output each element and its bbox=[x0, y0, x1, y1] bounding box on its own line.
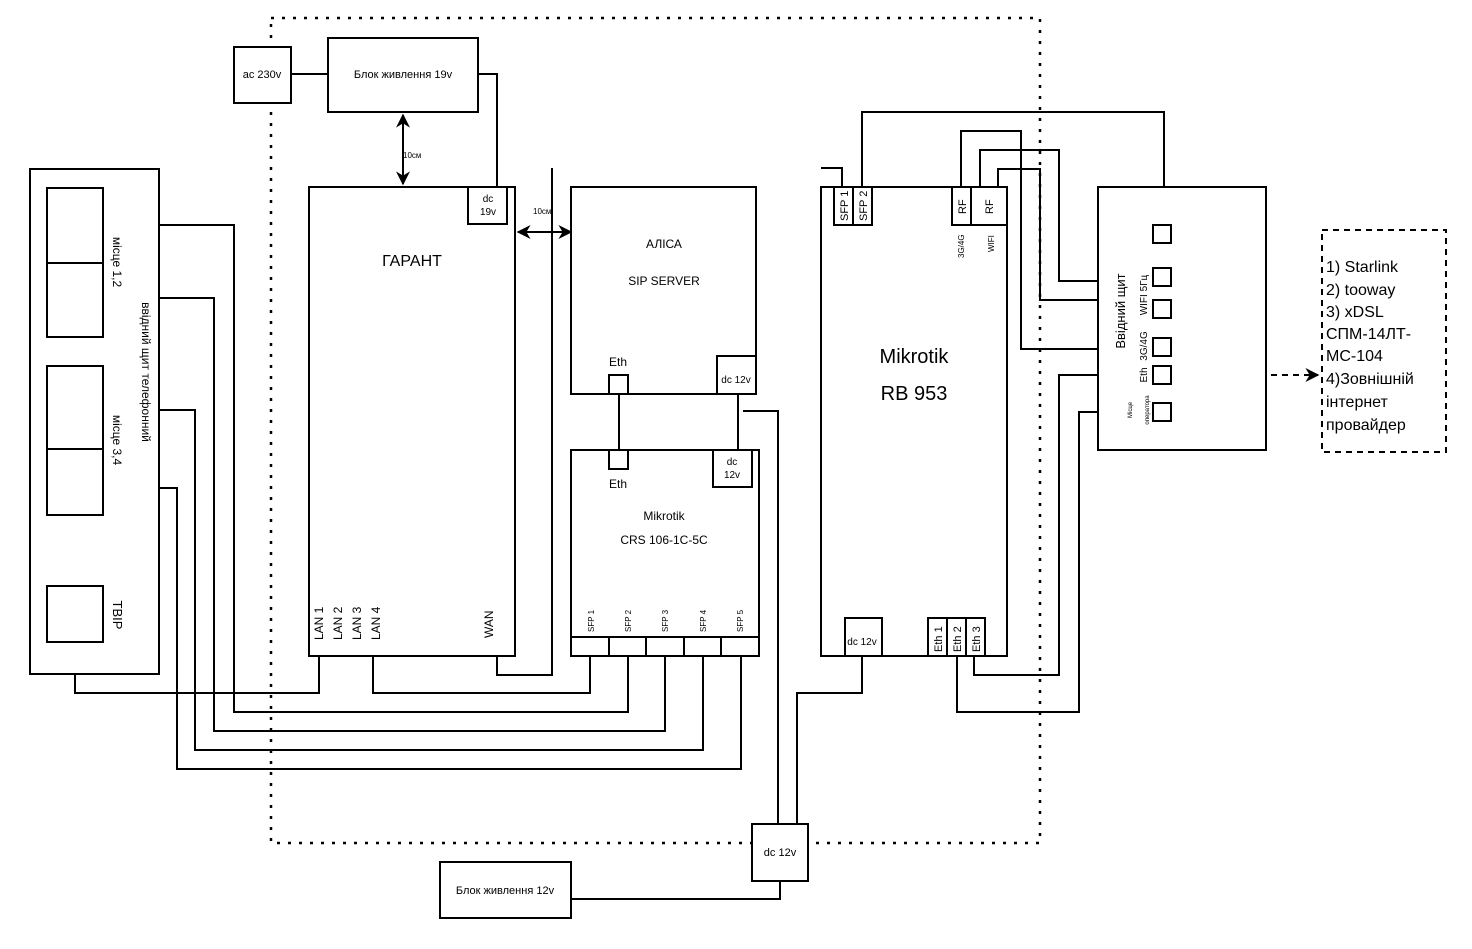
provider-line-2: 2) tooway bbox=[1326, 282, 1395, 299]
rb953-eth3-port[interactable] bbox=[965, 617, 986, 657]
garant-lan3: LAN 3 bbox=[350, 606, 364, 640]
crs-model: CRS 106-1C-5C bbox=[620, 533, 708, 547]
crs-sfp3-label: SFP 3 bbox=[661, 609, 670, 632]
garant-lan2: LAN 2 bbox=[331, 606, 345, 640]
sip-server-title: АЛІСА bbox=[646, 237, 682, 251]
dc12-hub-box[interactable]: dc 12v bbox=[751, 823, 809, 882]
rb953-sfp2-label: SFP 2 bbox=[858, 191, 870, 221]
rb953-rf1-label: RF bbox=[957, 199, 969, 214]
garant-title: ГАРАНТ bbox=[382, 253, 442, 270]
garant-device[interactable]: ГАРАНТ dc 19v LAN 1 LAN 2 LAN 3 LAN 4 WA… bbox=[308, 186, 516, 657]
crs-sfp4-port[interactable] bbox=[683, 636, 722, 657]
entry-panel[interactable]: Ввідний щит WIFI 5Гц 3G/4G Eth Місце опе… bbox=[1097, 186, 1267, 451]
provider-line-1: 1) Starlink bbox=[1326, 259, 1399, 276]
rb953-eth1-label: Eth 1 bbox=[933, 626, 945, 652]
garant-dc-label-1: dc bbox=[483, 194, 494, 205]
ac-source-label: ac 230v bbox=[243, 69, 282, 81]
ac-source-box[interactable]: ac 230v bbox=[233, 46, 292, 104]
entry-port-operator[interactable] bbox=[1152, 402, 1172, 422]
crs-title: Mikrotik bbox=[643, 509, 685, 523]
entry-operator-label-1: Місце bbox=[1128, 401, 1134, 418]
crs-eth-port[interactable] bbox=[608, 449, 629, 470]
garant-wan: WAN bbox=[482, 610, 496, 638]
place34-label: місце 3,4 bbox=[110, 415, 124, 466]
entry-port-3g[interactable] bbox=[1152, 337, 1172, 357]
crs-sfp1-label: SFP 1 bbox=[587, 609, 596, 632]
sip-eth-label: Eth bbox=[609, 355, 627, 369]
place12-label: місце 1,2 bbox=[110, 237, 124, 288]
garant-dc-port[interactable] bbox=[467, 186, 508, 225]
rb953-device[interactable]: Mikrotik RB 953 SFP 1 SFP 2 RF RF 3G/4G … bbox=[820, 186, 1008, 657]
psu-19v-box[interactable]: Блок живлення 19v bbox=[327, 37, 479, 113]
crs-sfp5-label: SFP 5 bbox=[736, 609, 745, 632]
dc12-hub-label: dc 12v bbox=[764, 847, 797, 859]
rb953-eth3-label: Eth 3 bbox=[971, 626, 983, 652]
rb953-wifi-label: WIFI bbox=[987, 235, 996, 252]
phone-panel-title: ввідний щит телефонний bbox=[139, 302, 153, 442]
sip-server-subtitle: SIP SERVER bbox=[628, 274, 700, 288]
crs-sfp2-port[interactable] bbox=[608, 636, 647, 657]
rb953-sfp2-port[interactable] bbox=[852, 186, 873, 226]
entry-port-wifi-b[interactable] bbox=[1152, 299, 1172, 319]
place-1-slot[interactable] bbox=[46, 187, 104, 264]
rb953-title: Mikrotik bbox=[880, 346, 950, 368]
crs-sfp5-port[interactable] bbox=[720, 636, 760, 657]
sip-dc-label: dc 12v bbox=[721, 375, 750, 386]
psu-12v-label: Блок живлення 12v bbox=[456, 885, 555, 897]
provider-line-3: 3) xDSL bbox=[1326, 304, 1384, 321]
entry-panel-title: Ввідний щит bbox=[1113, 273, 1128, 348]
garant-lan1: LAN 1 bbox=[312, 606, 326, 640]
entry-wifi-label: WIFI 5Гц bbox=[1139, 274, 1150, 315]
entry-3g-label: 3G/4G bbox=[1139, 331, 1150, 361]
provider-line-6: 4)Зовнішній bbox=[1326, 371, 1414, 388]
rb953-sfp1-label: SFP 1 bbox=[839, 191, 851, 221]
psu-12v-box[interactable]: Блок живлення 12v bbox=[439, 861, 572, 919]
rb953-rf2-label: RF bbox=[984, 199, 996, 214]
rb953-3g-label: 3G/4G bbox=[957, 234, 966, 258]
crs-eth-label: Eth bbox=[609, 477, 627, 491]
crs-sfp1-port[interactable] bbox=[570, 636, 610, 657]
tvip-slot[interactable] bbox=[46, 585, 104, 643]
garant-lan4: LAN 4 bbox=[369, 606, 383, 640]
entry-port-wifi-a[interactable] bbox=[1152, 267, 1172, 287]
place-3-slot[interactable] bbox=[46, 365, 104, 450]
providers-box[interactable]: 1) Starlink 2) tooway 3) xDSL СПМ-14ЛТ- … bbox=[1321, 229, 1447, 453]
place-2-slot[interactable] bbox=[46, 262, 104, 338]
place-4-slot[interactable] bbox=[46, 448, 104, 516]
tvip-label: ТВІР bbox=[110, 601, 125, 630]
psu-19v-label: Блок живлення 19v bbox=[354, 69, 453, 81]
entry-eth-label: Eth bbox=[1139, 367, 1150, 382]
entry-port-eth[interactable] bbox=[1152, 365, 1172, 385]
phone-panel[interactable]: місце 1,2 місце 3,4 ввідний щит телефонн… bbox=[29, 168, 160, 675]
provider-line-7: інтернет bbox=[1326, 394, 1389, 411]
crs-sfp2-label: SFP 2 bbox=[624, 609, 633, 632]
rb953-rf-wifi-port[interactable] bbox=[970, 186, 1008, 226]
crs-dc-label-2: 12v bbox=[724, 470, 740, 481]
garant-dc-label-2: 19v bbox=[480, 207, 496, 218]
sip-eth-port[interactable] bbox=[608, 374, 629, 395]
crs-dc-port[interactable] bbox=[712, 449, 753, 488]
crs-dc-label-1: dc bbox=[727, 457, 738, 468]
provider-line-5: МС-104 bbox=[1326, 348, 1383, 365]
rb953-dc-port[interactable] bbox=[844, 617, 883, 657]
distance-label-horizontal: 10см bbox=[533, 207, 551, 216]
crs-sfp4-label: SFP 4 bbox=[699, 609, 708, 632]
distance-label-vertical: 10см bbox=[403, 151, 421, 160]
crs-sfp3-port[interactable] bbox=[645, 636, 685, 657]
entry-port-1[interactable] bbox=[1152, 224, 1172, 244]
sip-dc-port[interactable] bbox=[716, 355, 757, 395]
rb953-model: RB 953 bbox=[881, 383, 948, 405]
rb953-dc-label: dc 12v bbox=[847, 637, 876, 648]
crs-switch-device[interactable]: Eth dc 12v Mikrotik CRS 106-1C-5C SFP 1 … bbox=[570, 449, 760, 657]
provider-line-8: провайдер bbox=[1326, 417, 1406, 434]
provider-line-4: СПМ-14ЛТ- bbox=[1326, 326, 1411, 343]
entry-operator-label-2: оператора bbox=[1145, 395, 1151, 425]
rb953-eth2-label: Eth 2 bbox=[952, 626, 964, 652]
sip-server-device[interactable]: АЛІСА SIP SERVER Eth dc 12v bbox=[570, 186, 757, 395]
